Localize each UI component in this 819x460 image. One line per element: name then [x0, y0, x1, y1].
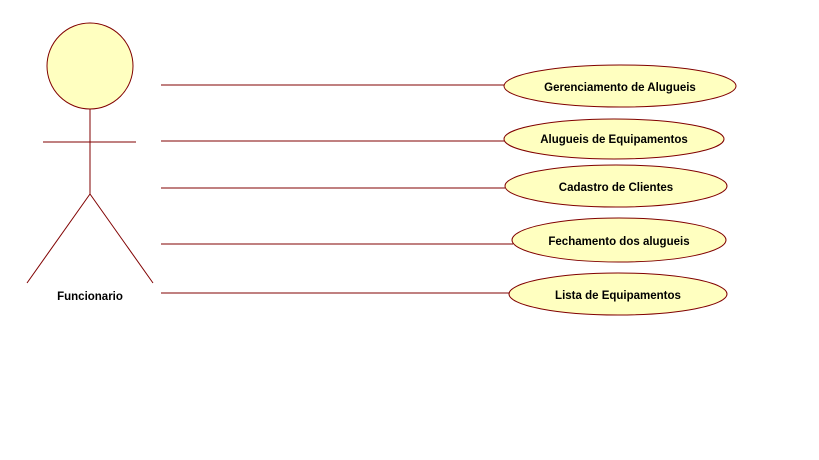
actor-right-leg [89, 193, 154, 284]
use-case-label: Gerenciamento de Alugueis [544, 82, 696, 94]
use-case-ellipse [504, 164, 728, 208]
actor-left-leg [26, 193, 91, 284]
actor-head [46, 22, 134, 110]
use-case-ellipse [508, 272, 728, 316]
use-case[interactable]: Cadastro de Clientes [504, 164, 728, 208]
actor[interactable]: Funcionario [26, 22, 154, 303]
use-case-label: Cadastro de Clientes [559, 182, 673, 194]
use-case-label: Alugueis de Equipamentos [540, 134, 688, 146]
use-case[interactable]: Lista de Equipamentos [508, 272, 728, 316]
use-case[interactable]: Gerenciamento de Alugueis [503, 64, 737, 108]
use-case-ellipse [511, 217, 727, 263]
use-case-ellipse [503, 64, 737, 108]
use-case[interactable]: Alugueis de Equipamentos [503, 118, 725, 160]
use-case-ellipse [503, 118, 725, 160]
actor-name: Funcionario [57, 291, 123, 303]
use-case[interactable]: Fechamento dos alugueis [511, 217, 727, 263]
use-case-label: Fechamento dos alugueis [548, 236, 689, 248]
use-case-label: Lista de Equipamentos [555, 290, 681, 302]
